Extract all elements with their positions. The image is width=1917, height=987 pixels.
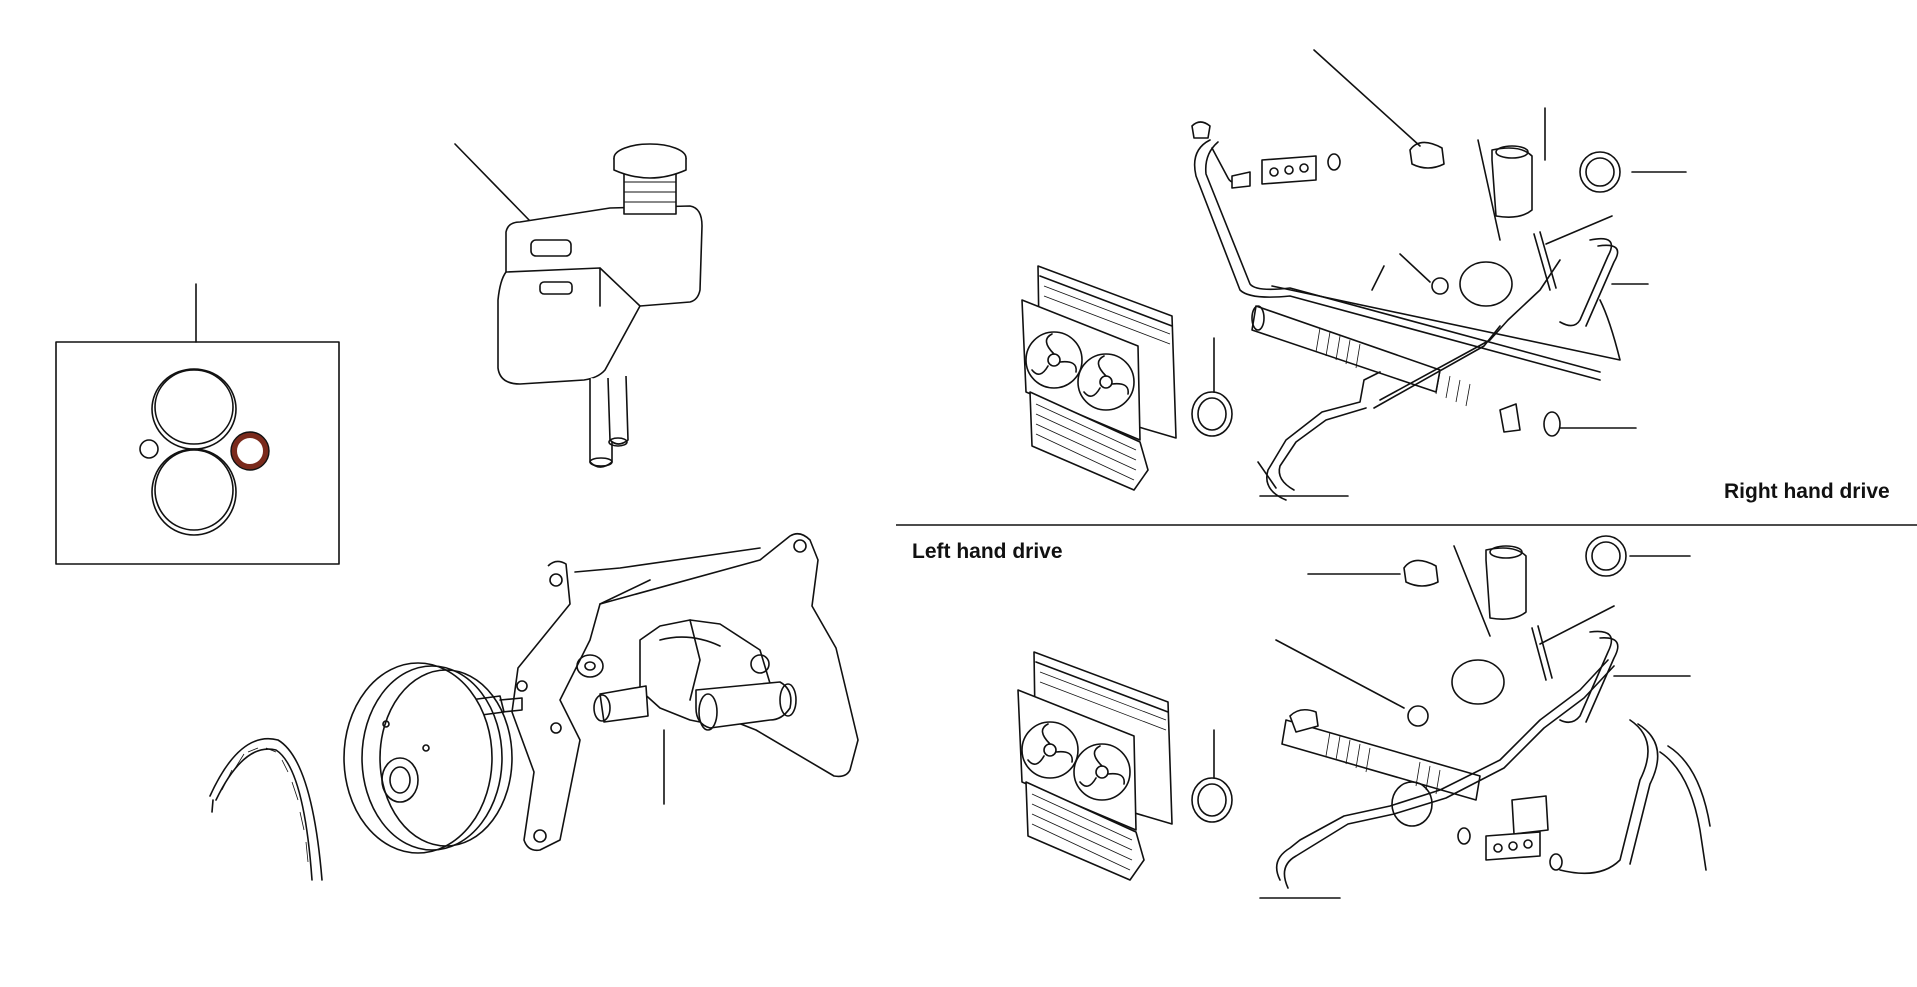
drive-belt [209,738,323,881]
right-hand-drive-assembly [1021,49,1687,501]
right-hand-drive-label: Right hand drive [1724,480,1890,503]
left-hand-drive-label: Left hand drive [912,540,1063,563]
pump-pulley [343,662,513,854]
fluid-reservoir [454,143,703,468]
radiator-fans-lhd [1017,651,1173,881]
seal-ring-icon [231,432,269,470]
pump-and-bracket [469,532,859,852]
left-hand-drive-assembly [1017,535,1711,899]
seal-kit-box [55,283,340,565]
radiator-fans-rhd [1021,265,1177,491]
